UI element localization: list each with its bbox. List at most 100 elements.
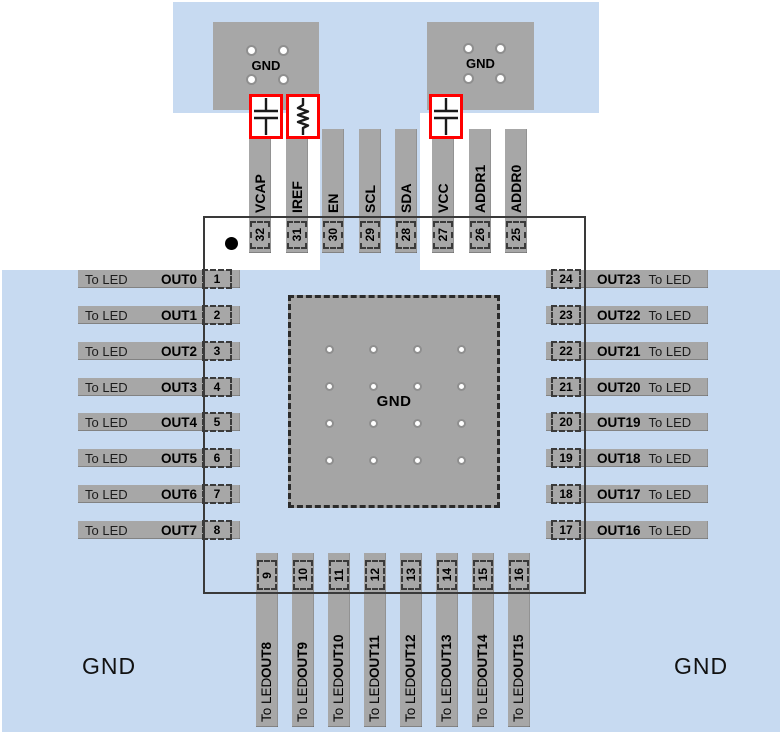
via <box>495 73 506 84</box>
thermal-via <box>324 418 334 428</box>
bottom-pin-label-out9: To LEDOUT9 <box>294 598 312 722</box>
pin-number: 23 <box>559 308 573 322</box>
to-led-note: To LED <box>475 677 490 722</box>
pin-number-box: 31 <box>287 221 307 249</box>
pin-name: OUT23 <box>597 271 641 287</box>
thermal-via <box>412 455 422 465</box>
pin-number-box: 24 <box>551 269 581 289</box>
bottom-pin-bar-out14 <box>472 553 494 727</box>
pin-name: IREF <box>289 181 305 213</box>
pin-name: VCC <box>435 183 451 213</box>
pin-number: 13 <box>404 568 418 582</box>
pin-number-box: 15 <box>473 560 493 590</box>
right-pin-bar-out21 <box>546 342 708 360</box>
pin-number: 2 <box>213 308 221 322</box>
via <box>463 43 474 54</box>
bottom-pin-bar-out13 <box>436 553 458 727</box>
pin-number: 31 <box>290 228 304 242</box>
pin-number-box: 7 <box>202 484 232 504</box>
pin-number: 10 <box>296 568 310 582</box>
pin-name: OUT5 <box>160 450 197 466</box>
pin-name: OUT7 <box>160 522 197 538</box>
pin-number-box: 10 <box>293 560 313 590</box>
pin-number: 1 <box>213 272 221 286</box>
bottom-pin-label-out13: To LEDOUT13 <box>438 598 456 722</box>
to-led-note: To LED <box>439 677 454 722</box>
left-pin-bar-out5 <box>78 449 240 467</box>
to-led-note: To LED <box>259 677 274 722</box>
pin-name: ADDR1 <box>472 164 488 213</box>
to-led-note: To LED <box>367 677 382 722</box>
pin-name: EN <box>325 193 341 213</box>
pin-number: 19 <box>559 451 573 465</box>
pin-number: 16 <box>512 568 526 582</box>
to-led-note: To LED <box>511 677 526 722</box>
pin-name: OUT0 <box>160 271 197 287</box>
pin-name: OUT2 <box>160 343 197 359</box>
pin-number: 27 <box>436 228 450 242</box>
pin-number-box: 1 <box>202 269 232 289</box>
pin-number: 14 <box>440 568 454 582</box>
left-pin-bar-out1 <box>78 306 240 324</box>
pin-name: OUT17 <box>597 486 641 502</box>
thermal-via <box>324 455 334 465</box>
right-pin-label-out21: OUT21 To LED <box>590 342 708 360</box>
thermal-via <box>412 418 422 428</box>
pin-number-box: 19 <box>551 448 581 468</box>
bottom-pin-bar-out10 <box>328 553 350 727</box>
right-pin-bar-out20 <box>546 378 708 396</box>
right-pin-bar-out16 <box>546 521 708 539</box>
to-led-note: To LED <box>648 522 692 538</box>
pin-name: SCL <box>362 185 378 213</box>
top-pin-label-addr1: ADDR1 <box>471 127 489 213</box>
pin-name: OUT15 <box>511 634 526 678</box>
pin-number: 9 <box>260 571 274 579</box>
ground-plane-label-right: GND <box>674 653 729 679</box>
to-led-note: To LED <box>295 677 310 722</box>
pin-number: 24 <box>559 272 573 286</box>
bottom-pin-label-out8: To LEDOUT8 <box>258 598 276 722</box>
to-led-note: To LED <box>85 343 128 359</box>
left-pin-bar-out0 <box>78 270 240 288</box>
bottom-pin-label-out14: To LEDOUT14 <box>474 598 492 722</box>
bottom-pin-label-out11: To LEDOUT11 <box>366 598 384 722</box>
pin-name: OUT18 <box>597 450 641 466</box>
capacitor-icon <box>434 98 458 135</box>
left-pin-bar-out7 <box>78 521 240 539</box>
pin-number-box: 28 <box>396 221 416 249</box>
resistor-icon <box>296 98 310 135</box>
thermal-via <box>368 418 378 428</box>
to-led-note: To LED <box>648 486 692 502</box>
ground-plane-label-left: GND <box>82 653 137 679</box>
left-pin-bar-out6 <box>78 485 240 503</box>
to-led-note: To LED <box>85 379 128 395</box>
top-pin-label-iref: IREF <box>288 127 306 213</box>
bottom-pin-bar-out12 <box>400 553 422 727</box>
pin-number-box: 27 <box>433 221 453 249</box>
pin-number: 17 <box>559 523 573 537</box>
capacitor-icon <box>254 98 278 135</box>
pin1-marker-dot <box>225 237 238 250</box>
thermal-pad: GND <box>288 295 500 508</box>
pin-name: OUT21 <box>597 343 641 359</box>
pin-number: 3 <box>213 344 221 358</box>
ic-package-outline <box>203 216 586 594</box>
bottom-pin-bar-out15 <box>508 553 530 727</box>
to-led-note: To LED <box>648 343 692 359</box>
pin-number: 12 <box>368 568 382 582</box>
top-pin-label-scl: SCL <box>361 127 379 213</box>
pin-number: 32 <box>253 228 267 242</box>
right-pin-bar-out18 <box>546 449 708 467</box>
pin-name: SDA <box>398 183 414 213</box>
pin-number-box: 17 <box>551 520 581 540</box>
top-pin-label-en: EN <box>324 127 342 213</box>
pin-number-box: 12 <box>365 560 385 590</box>
